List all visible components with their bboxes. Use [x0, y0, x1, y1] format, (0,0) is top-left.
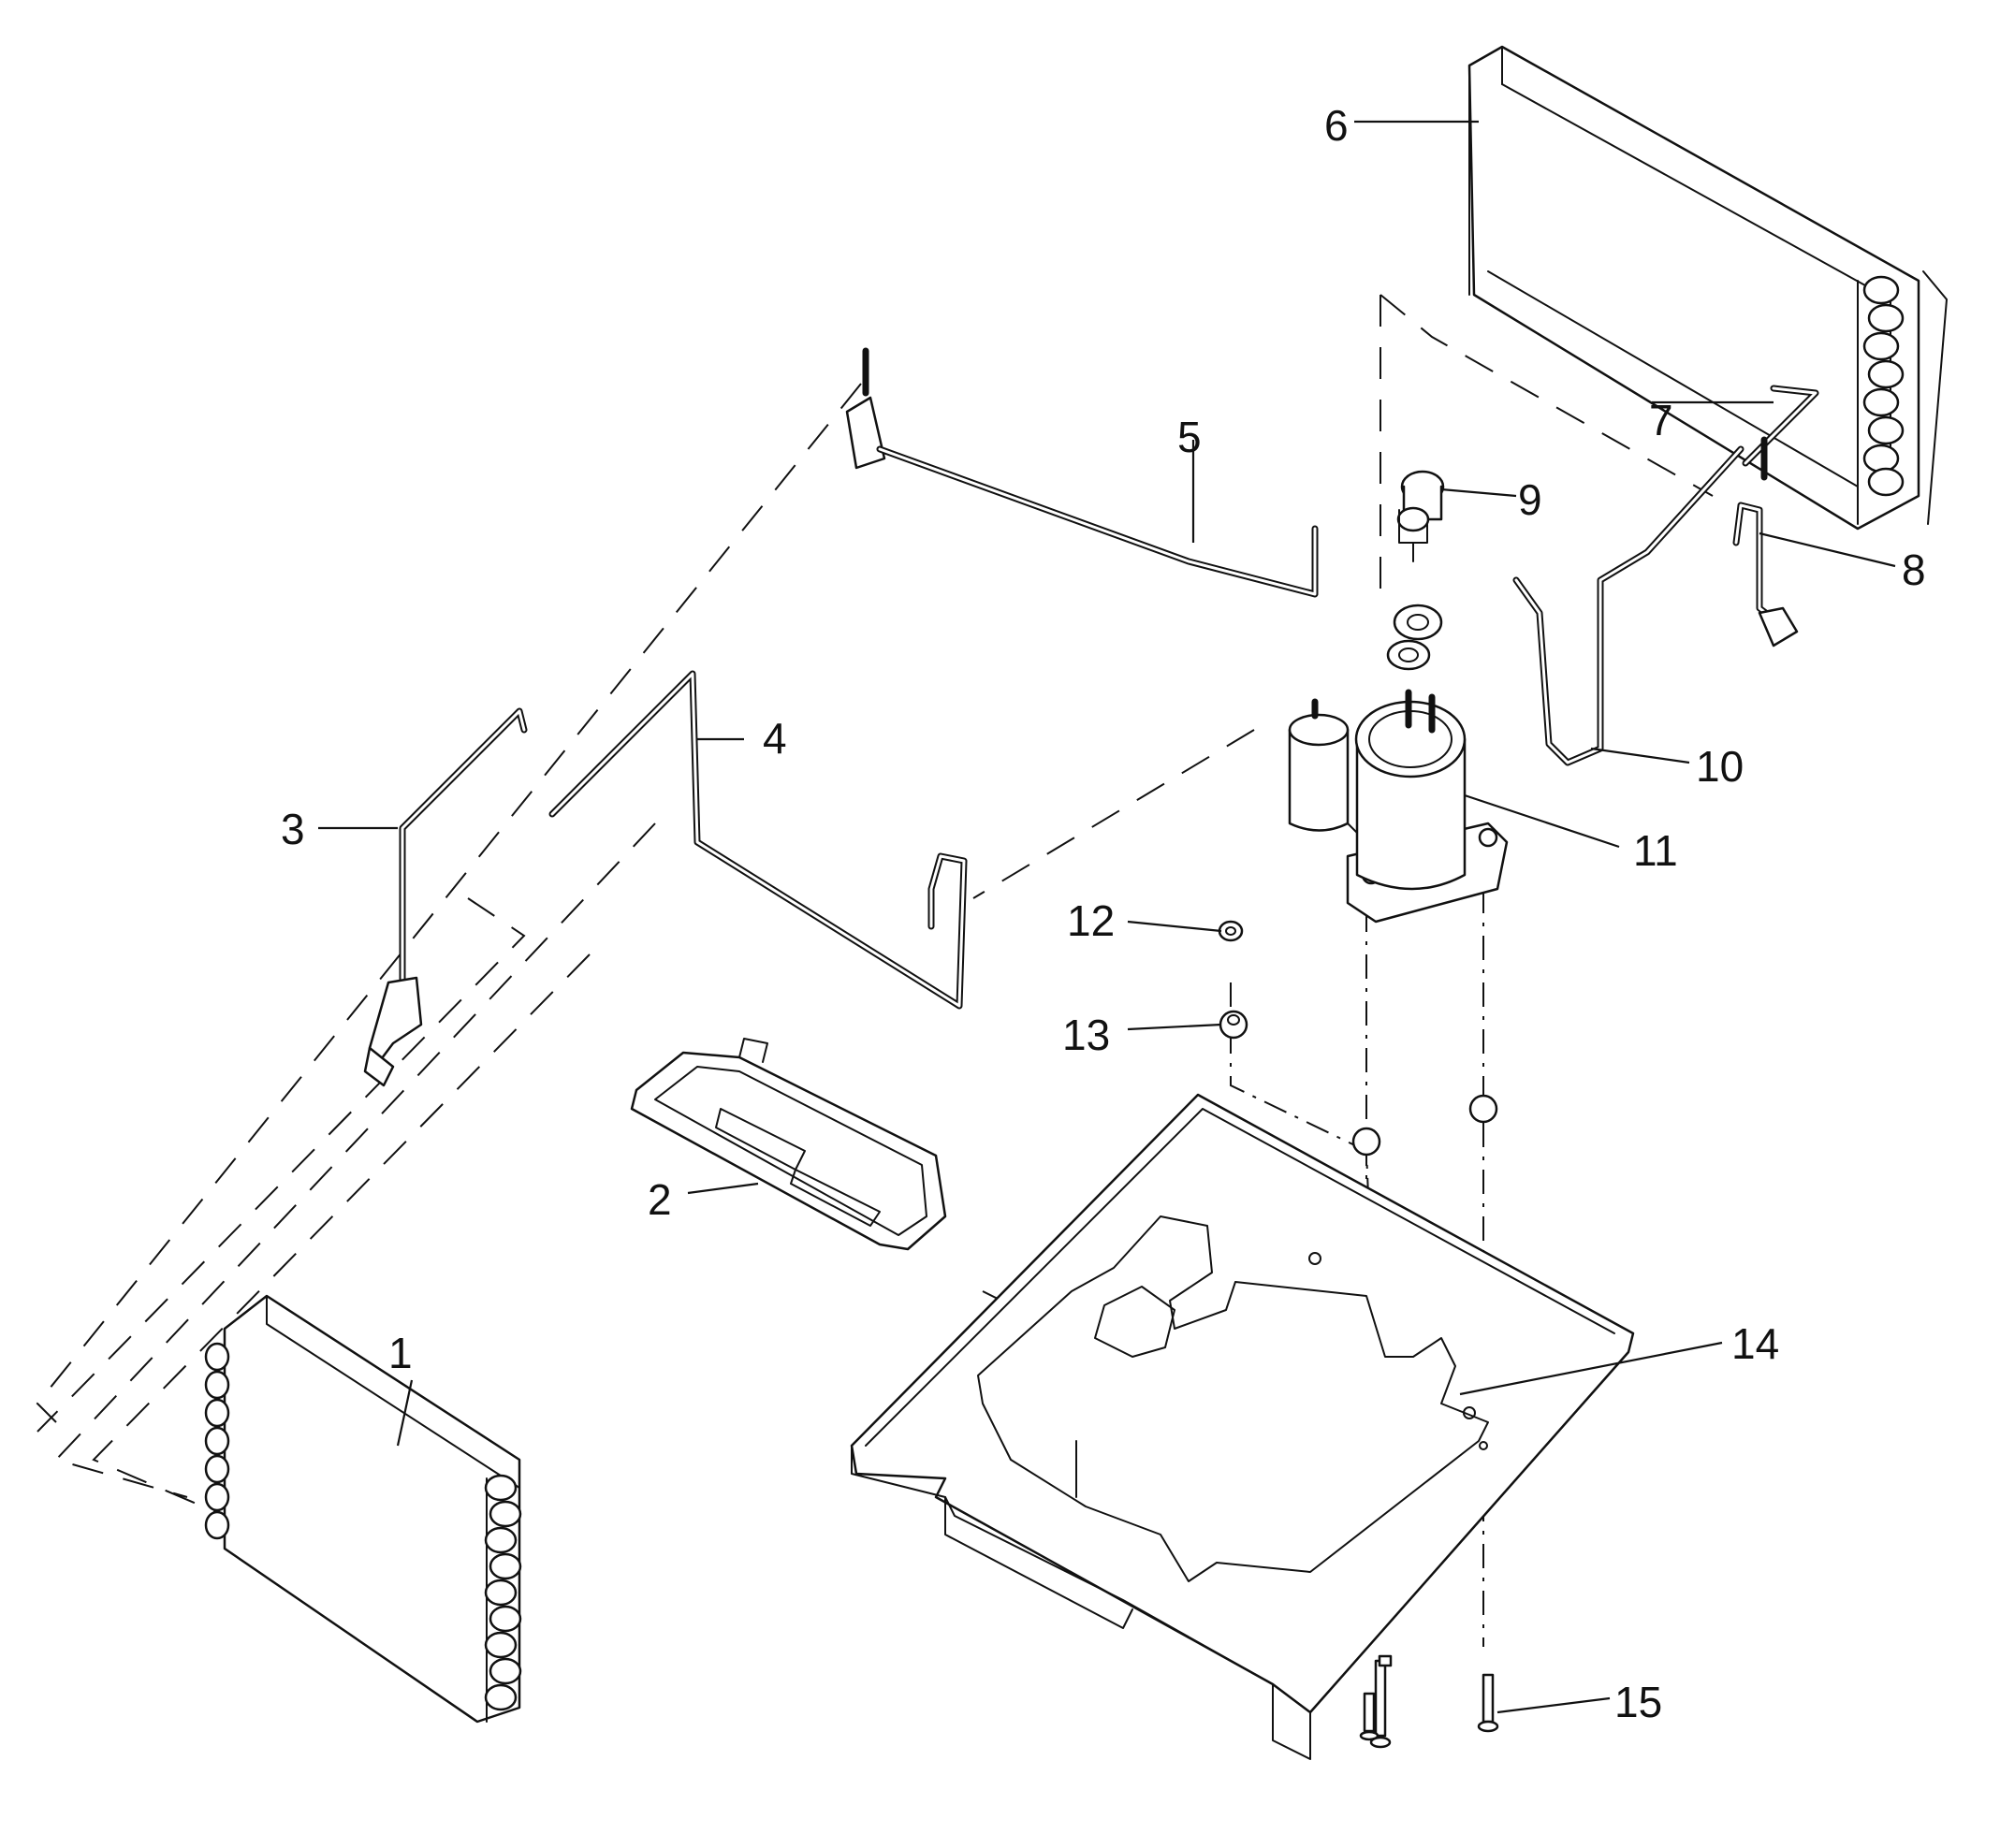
evaporator-left-coils [204, 1342, 230, 1540]
callout-leaders [318, 120, 1896, 1714]
condenser-top-coils [1862, 275, 1905, 497]
part-tube-7 [1742, 385, 1819, 481]
part-tube-8 [1732, 502, 1799, 648]
callout-5: 5 [1177, 413, 1202, 461]
callout-14: 14 [1731, 1319, 1779, 1368]
callout-15: 15 [1614, 1678, 1662, 1726]
callout-3: 3 [281, 805, 305, 853]
callout-11: 11 [1633, 826, 1678, 875]
part-tube-10 [1512, 445, 1745, 766]
callout-7: 7 [1649, 396, 1673, 444]
callout-8: 8 [1902, 546, 1926, 594]
grommets-base [1351, 1094, 1498, 1157]
callout-12: 12 [1067, 896, 1115, 945]
part-grommet-13 [1219, 1010, 1248, 1040]
part-valve-9 [1396, 470, 1445, 562]
part-evaporator-bottom [204, 1294, 522, 1724]
callout-labels: 1 2 3 4 5 6 7 8 9 10 11 12 13 14 15 [281, 101, 1926, 1726]
part-screws-15 [1359, 1654, 1499, 1749]
callout-1: 1 [388, 1329, 413, 1377]
callout-10: 10 [1696, 742, 1744, 791]
assembly-dashed-lines [36, 294, 1714, 1647]
evaporator-right-coils [484, 1474, 522, 1711]
part-base-pan-14 [850, 1093, 1635, 1760]
part-gasket [1386, 604, 1443, 671]
part-capillary-tube-3 [363, 707, 528, 1087]
part-tube-5 [845, 347, 1319, 598]
part-tube-4 [548, 670, 968, 1010]
part-compressor-11 [1288, 689, 1509, 924]
callout-4: 4 [763, 714, 787, 763]
part-tray-2 [630, 1038, 947, 1251]
callout-2: 2 [648, 1175, 672, 1224]
part-condenser-top [1467, 45, 1948, 531]
part-grommet-12 [1218, 920, 1244, 942]
callout-6: 6 [1324, 101, 1349, 150]
callout-13: 13 [1062, 1011, 1110, 1059]
callout-9: 9 [1518, 475, 1542, 524]
